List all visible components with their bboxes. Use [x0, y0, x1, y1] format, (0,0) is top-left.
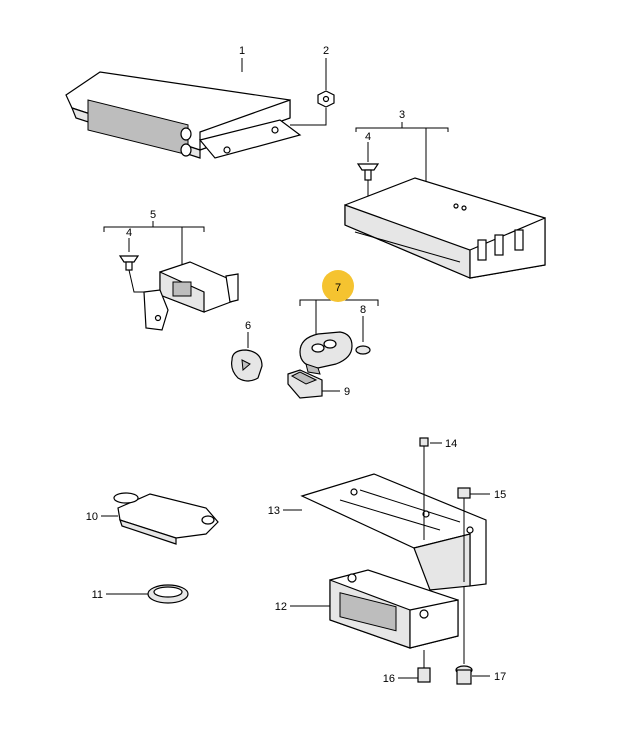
- callout-16[interactable]: 16: [383, 673, 395, 685]
- callout-3[interactable]: 3: [399, 109, 405, 121]
- callout-8[interactable]: 8: [360, 304, 366, 316]
- callout-12[interactable]: 12: [275, 601, 287, 613]
- part-7-remote-fob[interactable]: [299, 294, 379, 375]
- part-15-bolt[interactable]: [457, 487, 490, 582]
- part-4-screw-left[interactable]: [118, 238, 146, 293]
- callout-5[interactable]: 5: [150, 209, 156, 221]
- part-1-control-unit[interactable]: [65, 58, 302, 159]
- callout-10[interactable]: 10: [86, 511, 98, 523]
- part-3-control-unit[interactable]: [344, 122, 546, 279]
- part-12-control-box[interactable]: [290, 569, 459, 649]
- callout-2[interactable]: 2: [323, 45, 329, 57]
- part-10-sensor[interactable]: [101, 492, 219, 545]
- part-17-nut[interactable]: [455, 586, 490, 685]
- callout-17[interactable]: 17: [494, 671, 506, 683]
- callout-13[interactable]: 13: [268, 505, 280, 517]
- callout-9[interactable]: 9: [344, 386, 350, 398]
- callout-14[interactable]: 14: [445, 438, 457, 450]
- callout-1[interactable]: 1: [239, 45, 245, 57]
- part-14-bolt[interactable]: [419, 437, 442, 540]
- callout-4-left[interactable]: 4: [126, 227, 132, 239]
- callout-6[interactable]: 6: [245, 320, 251, 332]
- part-8-battery[interactable]: [355, 316, 371, 355]
- part-6-key-head[interactable]: [231, 332, 263, 382]
- callout-7[interactable]: 7: [335, 282, 341, 294]
- callout-11[interactable]: 11: [92, 589, 103, 601]
- part-16-screw[interactable]: [398, 650, 431, 683]
- callout-15[interactable]: 15: [494, 489, 506, 501]
- part-2-nut[interactable]: [290, 58, 335, 126]
- part-9-key-insert[interactable]: [287, 369, 340, 399]
- callout-4-top[interactable]: 4: [365, 131, 371, 143]
- part-5-module[interactable]: [103, 221, 239, 331]
- highlight-marker: [322, 270, 354, 302]
- part-13-bracket[interactable]: [283, 473, 487, 591]
- part-11-cover[interactable]: [106, 584, 189, 604]
- part-4-screw-top[interactable]: [356, 142, 380, 196]
